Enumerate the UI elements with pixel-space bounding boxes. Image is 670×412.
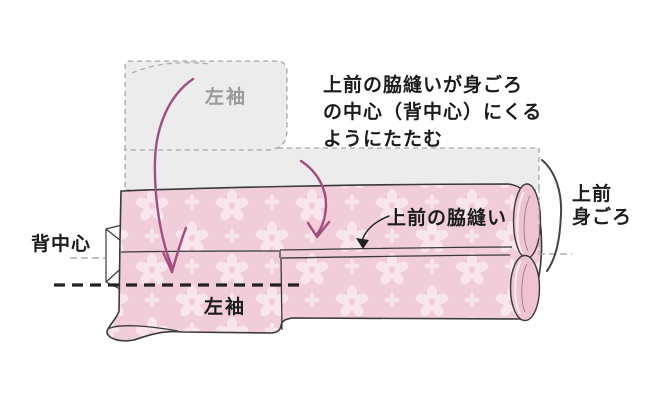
front-body-brace	[541, 159, 563, 272]
ghost-sleeve-fold-curl	[131, 62, 211, 74]
seam-pointer	[356, 215, 390, 249]
folded-garment-body	[106, 183, 543, 342]
fold-arrow-long	[153, 77, 195, 274]
front-body-line-1: 上前	[572, 183, 613, 205]
fold-arrow-short	[299, 159, 331, 239]
seam-lines	[120, 246, 513, 331]
ghost-sleeve-shape	[124, 60, 288, 151]
front-body-line-2: 身ごろ	[572, 206, 633, 228]
back-center-label: 背中心	[31, 233, 92, 255]
instruction-text: 上前の脇縫いが身ごろ の中心（背中心）にくる ようにたたむ	[323, 72, 542, 153]
instruction-line-3: ようにたたむ	[323, 128, 444, 150]
rolled-edge	[509, 183, 542, 322]
instruction-line-1: 上前の脇縫いが身ごろ	[323, 74, 524, 96]
ghost-body-strip	[124, 147, 540, 191]
sleeve-end-fold	[107, 325, 179, 332]
left-sleeve-label: 左袖	[204, 296, 247, 318]
front-side-seam-label: 上前の脇縫い	[387, 207, 508, 229]
front-body-label: 上前 身ごろ	[572, 183, 632, 229]
ghost-left-sleeve-label: 左袖	[205, 86, 248, 108]
instruction-line-2: の中心（背中心）にくる	[323, 101, 543, 123]
